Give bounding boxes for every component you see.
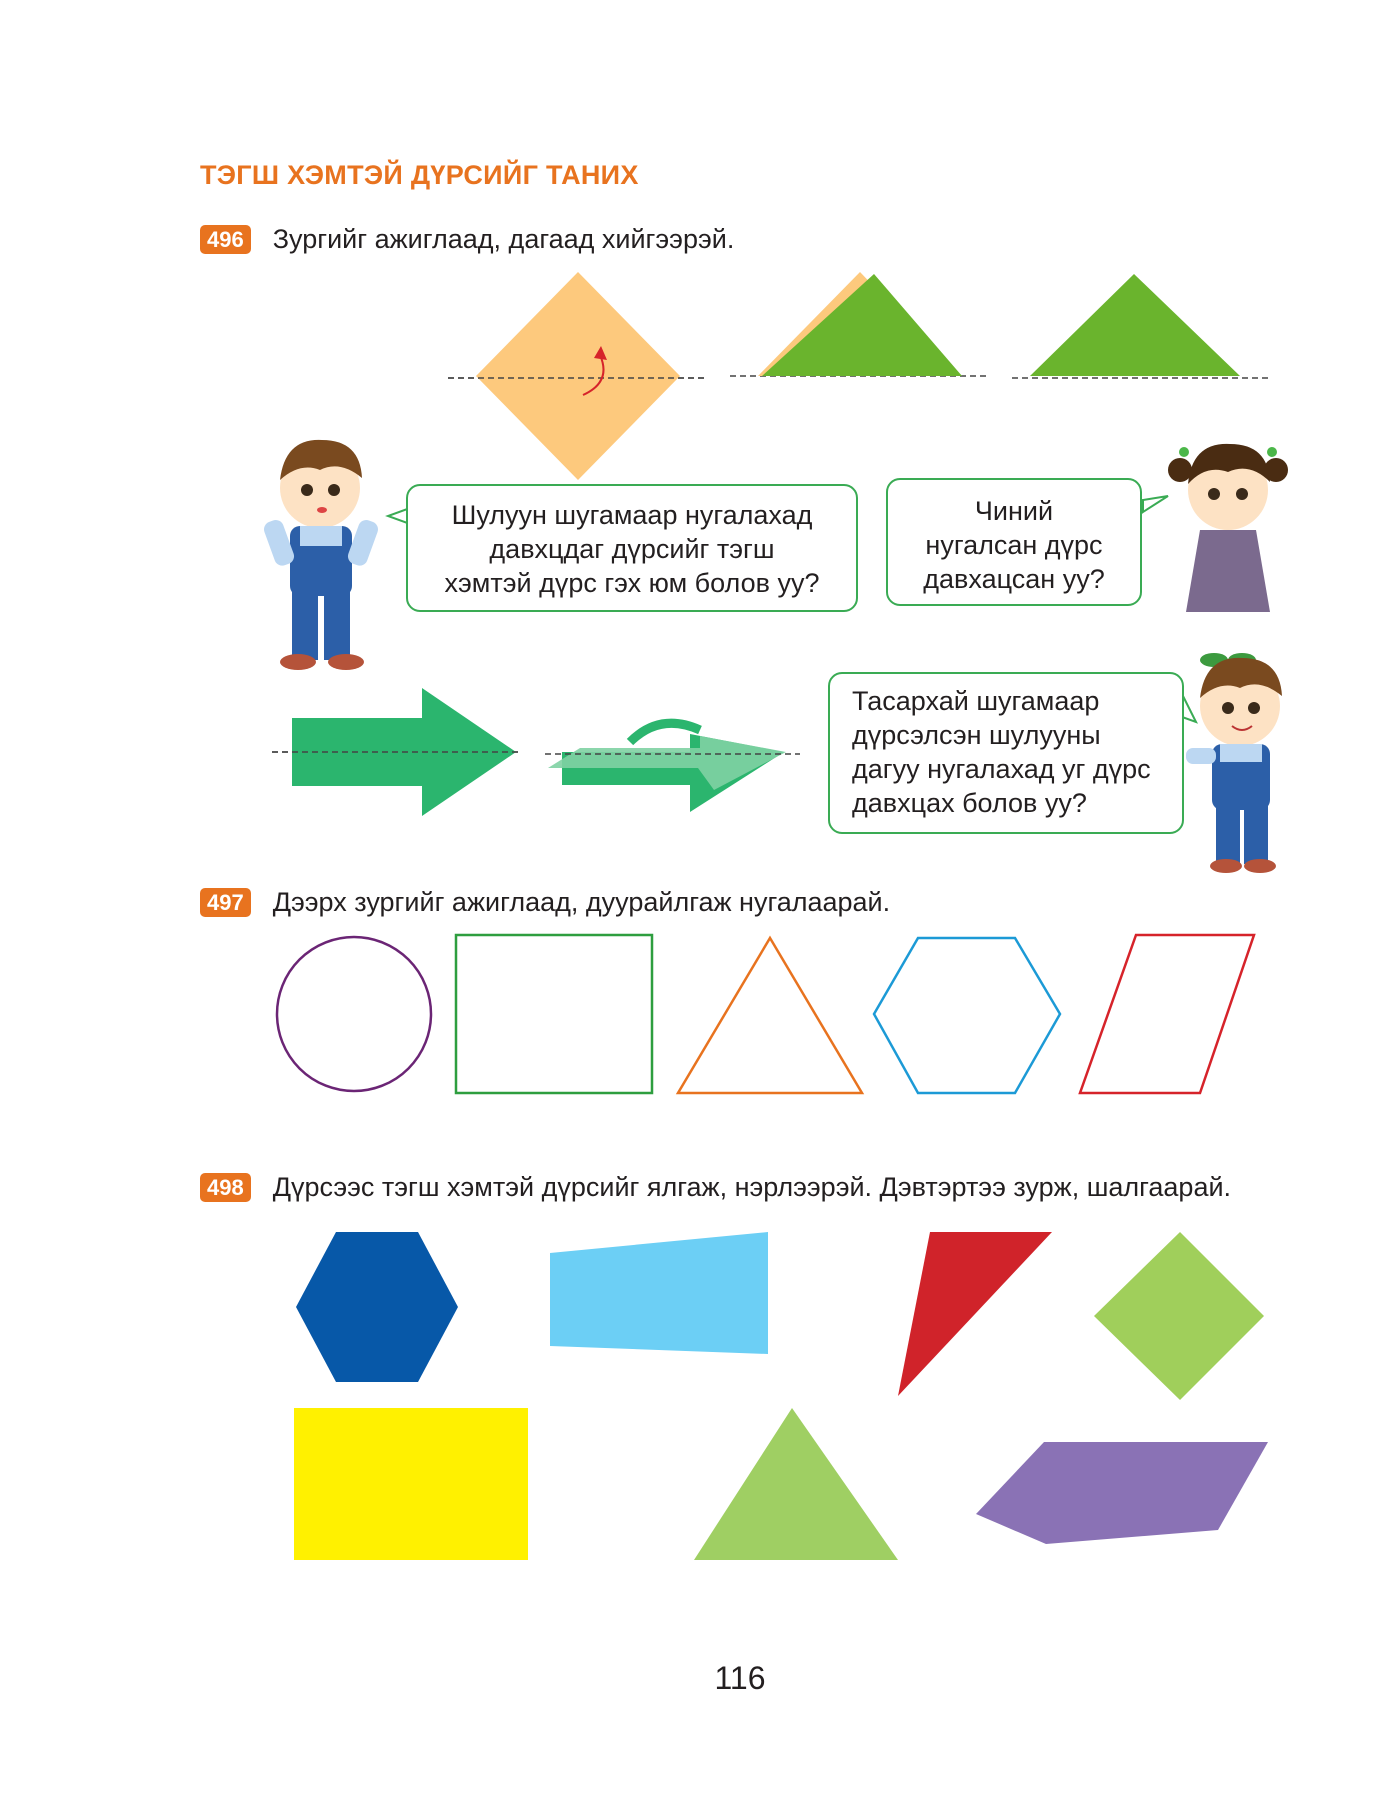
speech-bubble-boy-bottom: Тасархай шугамаар дүрсэлсэн шулууны дагу…	[828, 672, 1184, 834]
exercise-496-header: 496 Зургийг ажиглаад, дагаад хийгээрэй.	[200, 222, 734, 256]
bubble-line: давхцах болов уу?	[852, 788, 1087, 818]
exercise-instruction: Зургийг ажиглаад, дагаад хийгээрэй.	[272, 223, 735, 254]
light-blue-quadrilateral-shape	[550, 1232, 768, 1354]
green-triangle-shape	[694, 1408, 898, 1560]
bubble-line: Чиний	[974, 496, 1054, 526]
exercise-instruction: Дүрсээс тэгш хэмтэй дүрсийг ялгаж, нэрлэ…	[272, 1171, 1232, 1202]
page-number: 116	[714, 1660, 766, 1696]
green-arrow-shape	[292, 688, 516, 816]
parallelogram-outline	[1078, 933, 1256, 1095]
square-outline	[454, 933, 654, 1095]
orange-square-shape	[476, 272, 680, 480]
bubble-line: давхацсан уу?	[923, 564, 1105, 594]
bubble-line: дүрсэлсэн шулууны	[852, 720, 1101, 750]
exercise-number-badge: 496	[200, 224, 251, 254]
green-diamond-shape	[1094, 1232, 1264, 1400]
boy-character-bottom	[1186, 657, 1282, 873]
folding-triangle-shape	[762, 274, 962, 376]
bubble-line: давхцдаг дүрсийг тэгш	[489, 534, 775, 564]
folded-triangle-shape	[1030, 274, 1240, 376]
section-title: ТЭГШ ХЭМТЭЙ ДҮРСИЙГ ТАНИХ	[200, 160, 639, 190]
speech-bubble-boy-top: Шулуун шугамаар нугалахад давхцдаг дүрси…	[406, 484, 858, 612]
triangle-outline	[675, 935, 865, 1095]
red-triangle-shape	[898, 1232, 1052, 1396]
girl-character	[1168, 443, 1288, 667]
exercise-498-header: 498 Дүрсээс тэгш хэмтэй дүрсийг ялгаж, н…	[200, 1170, 1231, 1204]
boy-character-top	[264, 439, 378, 670]
blue-hexagon-shape	[296, 1232, 458, 1382]
exercise-instruction: Дээрх зургийг ажиглаад, дуурайлгаж нугал…	[272, 886, 891, 917]
fold-arrow-icon	[626, 718, 702, 746]
folded-arrow-shape	[562, 734, 784, 812]
purple-pentagon-shape	[976, 1442, 1268, 1544]
bubble-line: Шулуун шугамаар нугалахад	[451, 500, 813, 530]
bubble-line: дагуу нугалахад уг дүрс	[852, 754, 1151, 784]
exercise-number-badge: 498	[200, 1172, 251, 1202]
bubble-line: Тасархай шугамаар	[852, 686, 1100, 716]
speech-bubble-girl: Чиний нугалсан дүрс давхацсан уу?	[886, 478, 1142, 606]
bubble-line: нугалсан дүрс	[925, 530, 1103, 560]
yellow-rectangle-shape	[294, 1408, 528, 1560]
exercise-number-badge: 497	[200, 887, 251, 917]
hexagon-outline	[872, 936, 1062, 1095]
bubble-line: хэмтэй дүрс гэх юм болов уу?	[444, 568, 820, 598]
exercise-497-header: 497 Дээрх зургийг ажиглаад, дуурайлгаж н…	[200, 885, 890, 919]
circle-outline	[275, 935, 433, 1093]
fold-arrow-icon	[582, 354, 605, 396]
